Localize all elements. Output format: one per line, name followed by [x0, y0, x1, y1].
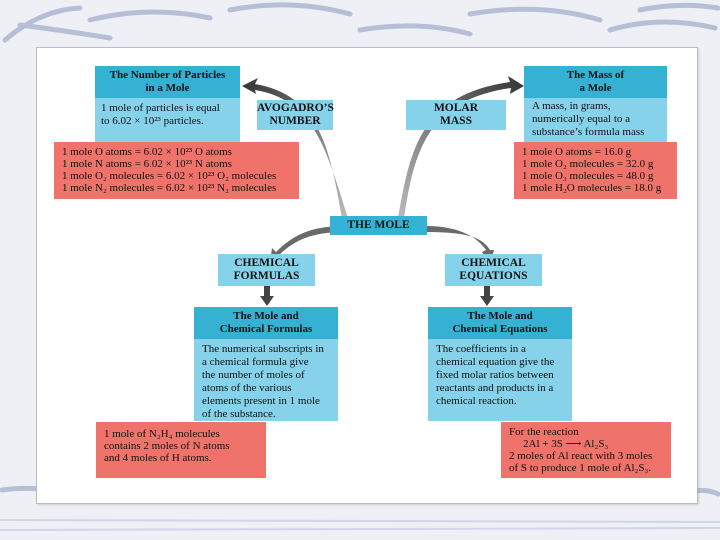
particles-examples: 1 mole O atoms = 6.02 × 10²³ O atoms 1 m…	[54, 142, 299, 199]
list-item: 1 mole O atoms = 16.0 g	[522, 146, 632, 158]
central-concept: THE MOLE	[330, 216, 427, 235]
formulas-description: The numerical subscripts in a chemical f…	[194, 339, 338, 421]
list-item: 1 mole H₂O molecules = 18.0 g	[522, 182, 662, 194]
list-item: 1 mole O₃ molecules = 48.0 g	[522, 170, 654, 182]
mass-title: The Mass of a Mole	[524, 66, 667, 98]
particles-title: The Number of Particles in a Mole	[95, 66, 240, 98]
equations-description: The coefficients in a chemical equation …	[428, 339, 572, 421]
mass-description: A mass, in grams, numerically equal to a…	[524, 98, 667, 142]
mass-examples: 1 mole O atoms = 16.0 g 1 mole O₂ molecu…	[514, 142, 677, 199]
equations-example: For the reaction 2Al + 3S ⟶ Al₂S₃ 2 mole…	[501, 422, 671, 478]
avogadro-number-label: AVOGADRO’S NUMBER	[257, 100, 334, 130]
chemical-equations-label: CHEMICAL EQUATIONS	[445, 254, 542, 286]
formulas-example: 1 mole of N₂H₄ molecules contains 2 mole…	[96, 422, 266, 478]
reaction-equation: 2Al + 3S ⟶ Al₂S₃	[523, 438, 609, 450]
list-item: 1 mole N₂ molecules = 6.02 × 10²³ N₂ mol…	[62, 182, 277, 194]
chemical-formulas-label: CHEMICAL FORMULAS	[218, 254, 315, 286]
list-item: 1 mole O₂ molecules = 32.0 g	[522, 158, 654, 170]
particles-description: 1 mole of particles is equal to 6.02 × 1…	[95, 98, 240, 142]
list-item: 1 mole N atoms = 6.02 × 10²³ N atoms	[62, 158, 232, 170]
list-item: 1 mole O atoms = 6.02 × 10²³ O atoms	[62, 146, 232, 158]
list-item: 1 mole O₂ molecules = 6.02 × 10²³ O₂ mol…	[62, 170, 277, 182]
formulas-title: The Mole and Chemical Formulas	[194, 307, 338, 339]
equations-title: The Mole and Chemical Equations	[428, 307, 572, 339]
molar-mass-label: MOLAR MASS	[406, 100, 506, 130]
